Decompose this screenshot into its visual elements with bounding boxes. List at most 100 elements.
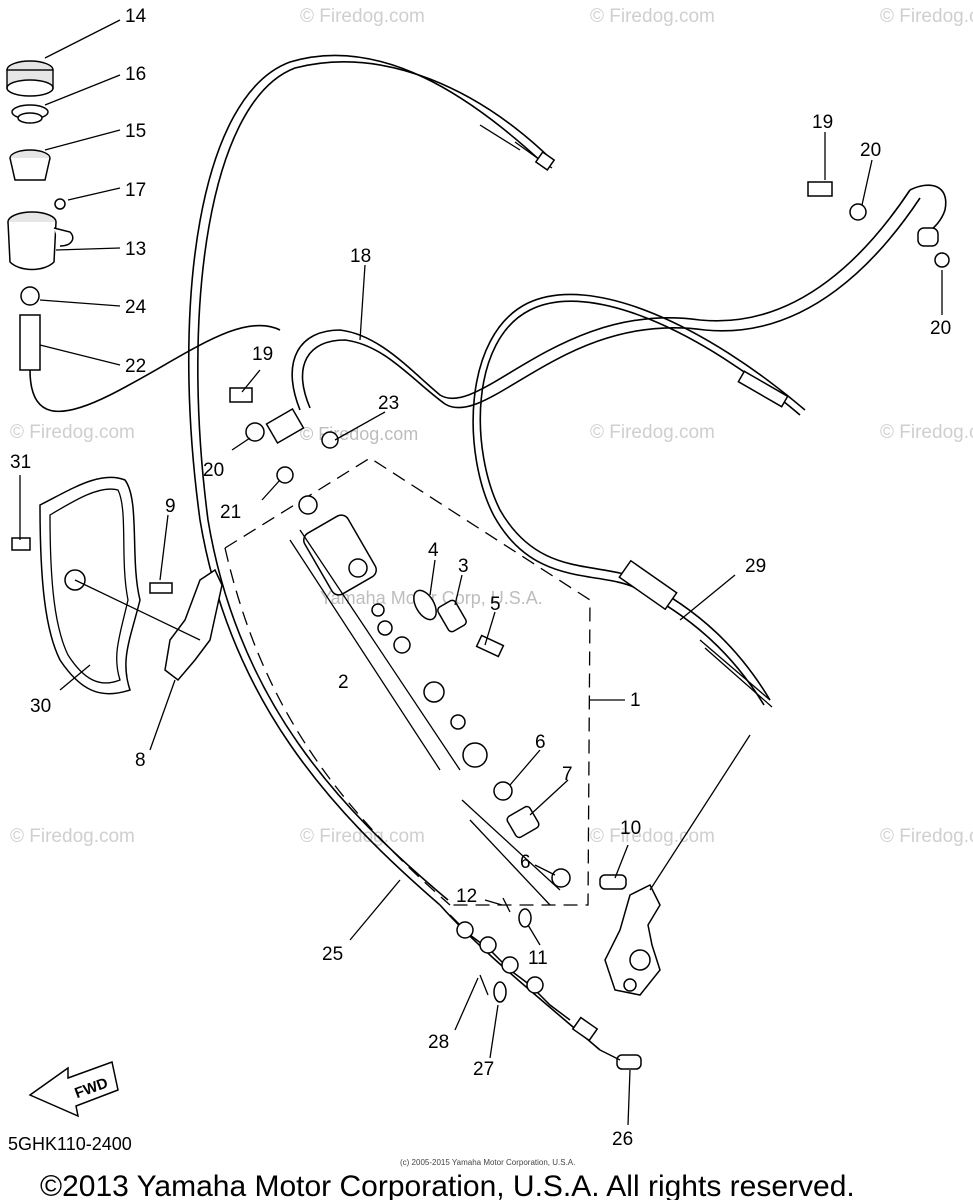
assembly-outline	[224, 457, 591, 906]
cover-30	[39, 476, 141, 695]
linkage-group	[449, 734, 751, 1070]
guard-group	[11, 476, 223, 695]
diaphragm-body	[9, 157, 51, 181]
cable-25-end	[571, 1016, 599, 1042]
part-3	[437, 599, 467, 633]
cable-29-spring	[699, 639, 773, 708]
reservoir-body	[7, 221, 57, 271]
piston-cup	[393, 636, 411, 654]
cable-end-fitting	[534, 151, 556, 171]
assembly-line-2	[289, 529, 461, 771]
callout-20-right-top: 20	[860, 140, 881, 161]
watermark-firedog: © Firedog.com	[880, 422, 973, 443]
callout-13: 13	[125, 239, 146, 260]
callout-31: 31	[10, 452, 31, 473]
master-cylinder-body	[303, 514, 377, 596]
callout-24: 24	[125, 297, 147, 318]
callout-8: 8	[135, 750, 146, 771]
lever-link-line	[649, 734, 751, 891]
leader-17	[67, 187, 121, 201]
callout-11: 11	[528, 948, 548, 969]
union-bolt	[265, 407, 305, 445]
callout-7: 7	[562, 764, 573, 785]
washer-20-right-bottom	[934, 252, 950, 268]
callout-2: 2	[338, 672, 349, 693]
leader-30	[59, 664, 91, 691]
callout-14: 14	[125, 6, 147, 27]
callout-20-left: 20	[203, 460, 224, 481]
brake-lever-arm	[604, 883, 661, 996]
pin-26-line	[599, 1049, 621, 1061]
spring-part	[371, 603, 385, 617]
lever-hole	[623, 978, 637, 992]
watermark-firedog: © Firedog.com	[880, 826, 973, 847]
cable-29	[479, 300, 801, 701]
watermark-firedog: © Firedog.com	[10, 826, 135, 847]
callout-9: 9	[165, 496, 176, 517]
leader-12	[484, 899, 503, 906]
callout-17: 17	[125, 180, 146, 201]
leader-6-lower	[534, 864, 556, 876]
bolt-19-left	[229, 387, 253, 403]
adjuster-nut-a	[456, 921, 474, 939]
callout-labels: 14 16 15 17 13 24 22 18 19 23 20 31 21 9…	[10, 6, 951, 1150]
bracket-8	[164, 568, 223, 682]
fwd-arrow: FWD	[28, 1061, 119, 1118]
watermark-layer: © Firedog.com © Firedog.com © Firedog.co…	[10, 6, 973, 847]
nut-6-lower	[551, 868, 571, 888]
callout-23: 23	[378, 393, 399, 414]
o-ring-4	[413, 589, 437, 621]
watermark-firedog: © Firedog.com	[300, 826, 425, 847]
reservoir-tab	[53, 227, 74, 247]
callout-15: 15	[125, 121, 146, 142]
lever-pivot	[629, 949, 651, 971]
leader-11	[527, 924, 541, 946]
clip-23	[321, 431, 339, 449]
callout-25: 25	[322, 944, 343, 965]
leader-19-left	[241, 369, 261, 393]
cotter-pin-12	[502, 897, 511, 913]
leader-10	[614, 844, 629, 879]
leader-26	[627, 1069, 631, 1126]
copyright-notice: ©2013 Yamaha Motor Corporation, U.S.A. A…	[40, 1170, 855, 1200]
cover-30-inner	[49, 488, 129, 684]
dashed-outline-1	[224, 457, 591, 906]
diaphragm-plate-inner	[17, 112, 43, 124]
bolt-19-right	[807, 181, 833, 197]
leader-23	[334, 411, 386, 441]
cable-29-end	[737, 370, 789, 408]
leader-14	[44, 19, 121, 59]
pin-10	[599, 874, 627, 890]
leader-29	[679, 574, 736, 621]
watermark-firedog: © Firedog.com	[590, 422, 715, 443]
cylinder-group	[229, 387, 571, 906]
washer-21	[276, 466, 294, 484]
callout-27: 27	[473, 1059, 494, 1080]
watermark-firedog: © Firedog.com	[880, 6, 973, 27]
leader-15	[44, 129, 121, 151]
cylinder-port	[348, 558, 368, 578]
callout-21: 21	[220, 502, 241, 523]
callout-19-left: 19	[252, 344, 273, 365]
callout-6-lower: 6	[520, 852, 531, 873]
leader-16	[44, 74, 121, 106]
callout-20-right-bottom: 20	[930, 318, 951, 339]
seal-part	[377, 620, 393, 636]
hose-18-inner	[301, 197, 921, 409]
adjuster-nut-c	[501, 956, 519, 974]
leader-21	[261, 479, 281, 501]
adjuster-nut-b	[479, 936, 497, 954]
hose-clamp-24	[20, 286, 40, 306]
cable-29-adjuster	[618, 559, 678, 611]
watermark-firedog: © Firedog.com	[10, 422, 135, 443]
callout-22: 22	[125, 356, 146, 377]
screw-17	[54, 198, 66, 210]
leader-4	[429, 559, 436, 596]
bolt-5	[475, 634, 505, 658]
leader-3	[454, 574, 463, 606]
callout-30: 30	[30, 696, 51, 717]
callout-5: 5	[490, 594, 501, 615]
fitting-top	[298, 495, 318, 515]
hose-18	[291, 189, 911, 411]
boot	[462, 742, 488, 768]
